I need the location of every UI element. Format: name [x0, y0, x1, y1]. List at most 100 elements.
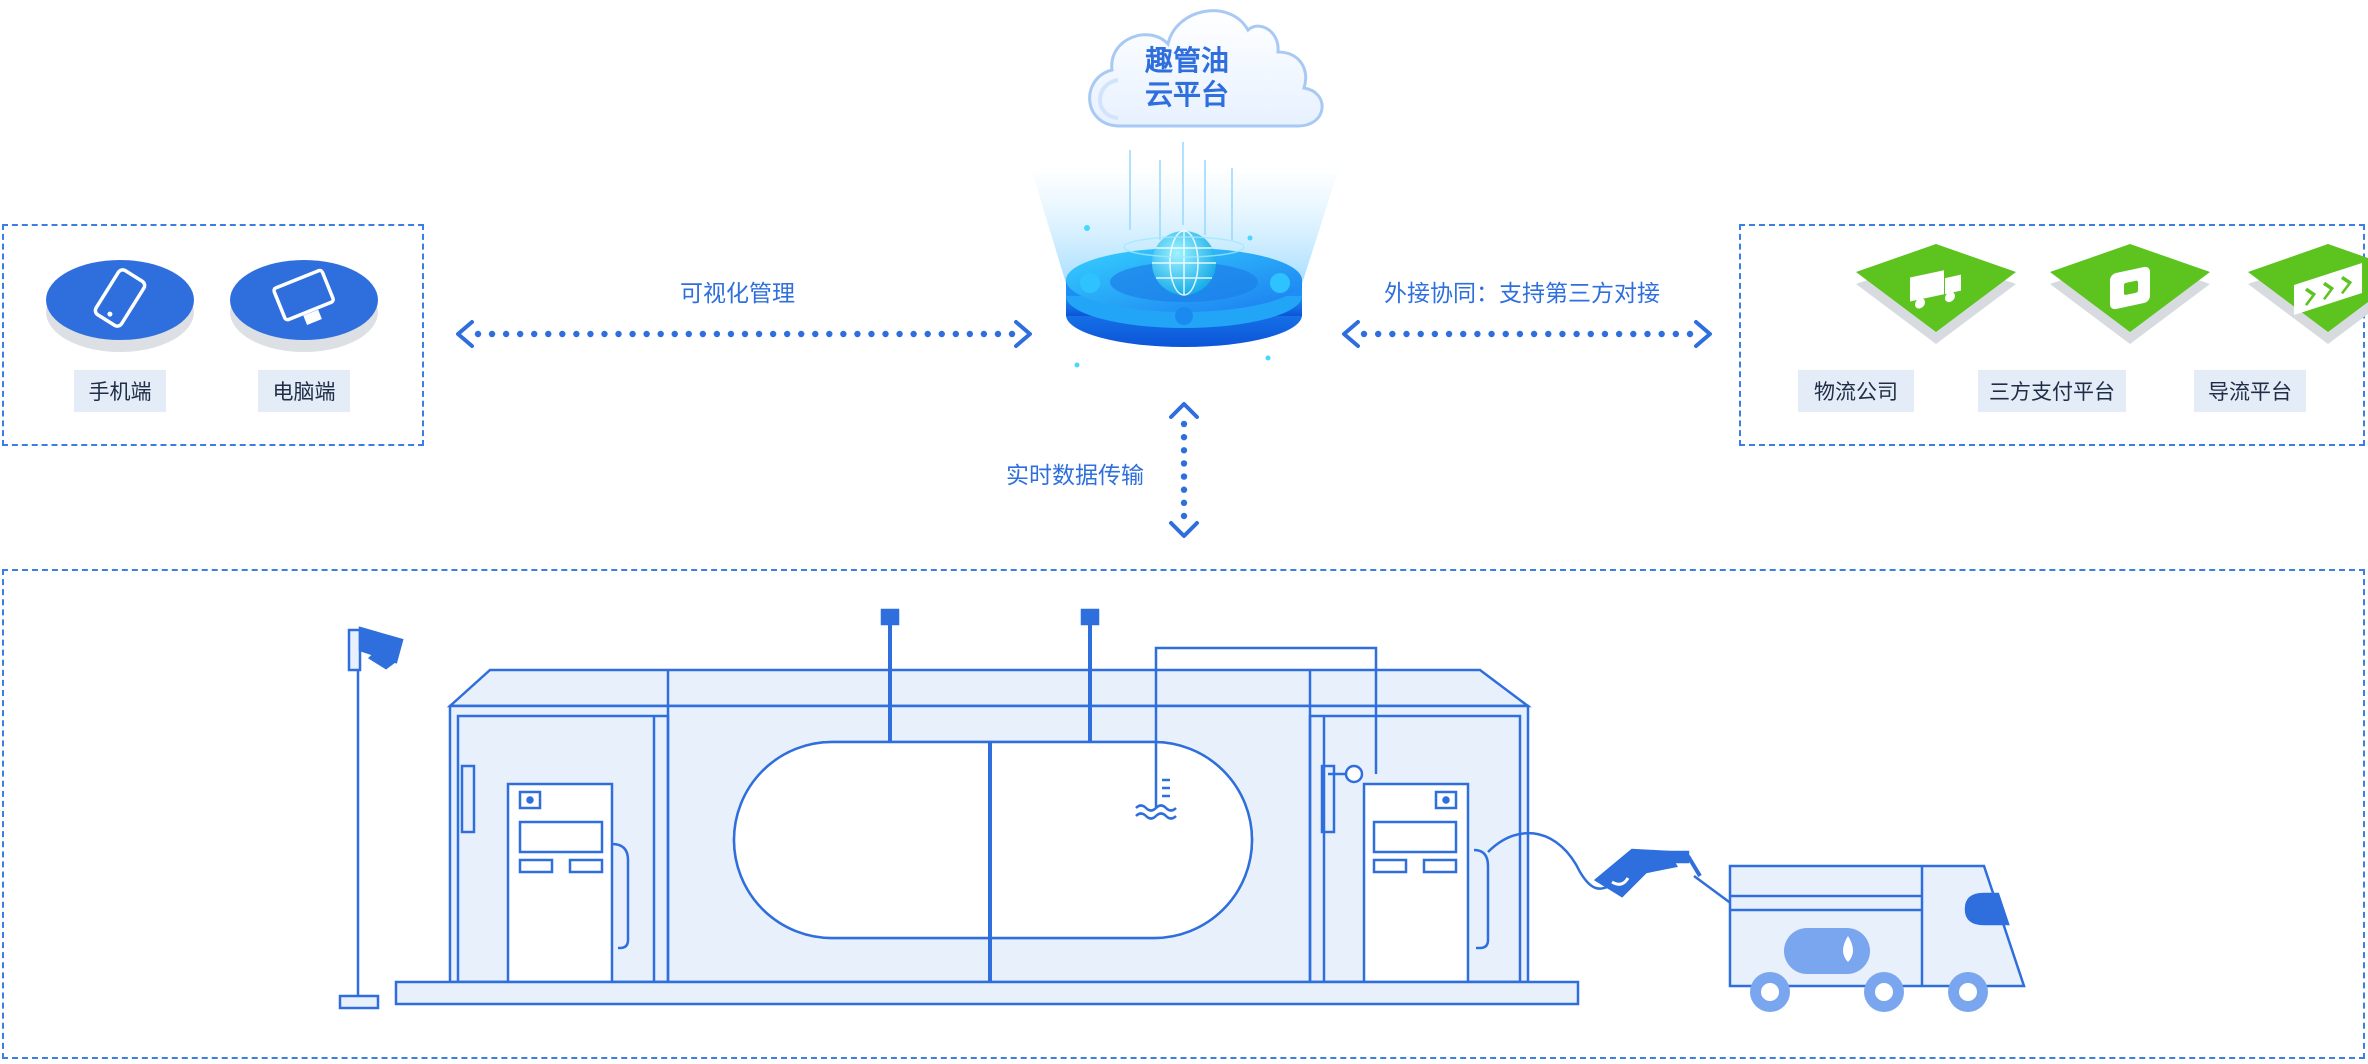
link-label-down: 实时数据传输 [1006, 463, 1144, 489]
link-label-left: 可视化管理 [680, 281, 795, 307]
connector-dot [1180, 447, 1188, 454]
mobile-phone-icon [46, 260, 194, 352]
connector-dot [1474, 330, 1481, 338]
connector-dot [601, 330, 608, 338]
connector-dot [1460, 330, 1467, 338]
gas-station-illustration [338, 608, 2026, 1012]
connector-dot [671, 330, 678, 338]
connector-dot [1403, 330, 1410, 338]
connector-dot [826, 330, 833, 338]
tag-mobile: 手机端 [74, 370, 166, 412]
connector-dot [1008, 330, 1016, 338]
connector-dot [1180, 433, 1188, 441]
connector-dot [1389, 330, 1396, 338]
cloud-title-line2: 云平台 [1144, 78, 1229, 111]
connector-dot [657, 330, 664, 338]
connector-dot [615, 330, 622, 338]
connector-dot [1180, 460, 1188, 467]
connector-dot [1180, 486, 1188, 493]
connector-dot [559, 330, 566, 338]
connector-dot [1615, 330, 1623, 338]
connector-dot [755, 330, 763, 338]
connector-dot [910, 330, 917, 338]
connector-dot [896, 330, 903, 338]
connector-dot [1516, 330, 1524, 338]
connector-dot [980, 330, 988, 338]
client-panel [2, 224, 424, 446]
connector-dot [502, 330, 510, 338]
connector-dot [952, 330, 959, 338]
connector-dot [1445, 330, 1453, 338]
connector-dot [1431, 330, 1439, 338]
connector-dot [713, 330, 721, 338]
connector-dot [783, 330, 791, 338]
link-label-right: 外接协同：支持第三方对接 [1384, 281, 1660, 307]
connector-dot [545, 330, 552, 338]
fuel-nozzle-icon [1593, 848, 1702, 898]
tag-traffic: 导流平台 [2194, 370, 2306, 412]
connector-dot [1545, 330, 1552, 338]
connector-dot [769, 330, 777, 338]
camera-icon [338, 626, 404, 1010]
connector-dot [1180, 499, 1188, 507]
connector-dot [741, 330, 749, 338]
connector-dot [966, 330, 974, 338]
connector-dot [882, 330, 889, 338]
tanker-truck-icon [1728, 864, 2026, 1012]
connector-dot [516, 330, 524, 338]
connector-dot [1601, 330, 1609, 338]
connector-dot [1530, 330, 1538, 338]
connector-dot [1658, 330, 1665, 338]
connector-dot [1644, 330, 1651, 338]
connector-dot [685, 330, 692, 338]
connector-dot [994, 330, 1002, 338]
connector-dot [587, 330, 594, 338]
connector-dot [868, 330, 875, 338]
connector-dot [1672, 330, 1680, 338]
connector-dot [643, 330, 650, 338]
connector-dot [531, 330, 538, 338]
connector-dot [699, 330, 707, 338]
arrow-right-link [1342, 320, 1712, 348]
connector-dot [727, 330, 735, 338]
connector-dot [798, 330, 805, 338]
connector-dot [573, 330, 580, 338]
connector-dot [812, 330, 819, 338]
connector-dot [1488, 330, 1495, 338]
cloud-title-line1: 趣管油 [1144, 44, 1229, 77]
cloud-platform-icon [1066, 225, 1302, 368]
connector-dot [474, 330, 482, 338]
tag-logistics: 物流公司 [1798, 370, 1914, 412]
connector-dot [938, 330, 945, 338]
tag-computer: 电脑端 [258, 370, 350, 412]
station-panel [2, 569, 2365, 1059]
connector-dot [488, 330, 496, 338]
connector-dot [1180, 512, 1188, 520]
connector-dot [1573, 330, 1580, 338]
connector-dot [854, 330, 861, 338]
wallet-icon [2050, 244, 2210, 344]
computer-icon [230, 260, 378, 352]
connector-dot [1180, 473, 1188, 480]
connector-dot [1374, 330, 1382, 338]
connector-dot [1559, 330, 1566, 338]
cloud-icon [1088, 9, 1324, 128]
tag-payment: 三方支付平台 [1978, 370, 2126, 412]
connector-dot [1630, 330, 1637, 338]
arrow-left-link [456, 320, 1032, 348]
truck-icon [1856, 244, 2016, 344]
connector-dot [1360, 330, 1368, 338]
connector-dot [840, 330, 847, 338]
connector-dot [629, 330, 636, 338]
arrow-vertical-link [1169, 402, 1199, 538]
connector-dot [1686, 330, 1694, 338]
connector-dot [1417, 330, 1424, 338]
third-party-panel [1739, 224, 2365, 446]
chevrons-icon [2248, 244, 2368, 344]
connector-dot [924, 330, 931, 338]
connector-dot [1587, 330, 1594, 338]
cloud-title: 趣管油 云平台 [1120, 44, 1254, 112]
connector-dot [1502, 330, 1509, 338]
connector-dot [1180, 420, 1188, 428]
